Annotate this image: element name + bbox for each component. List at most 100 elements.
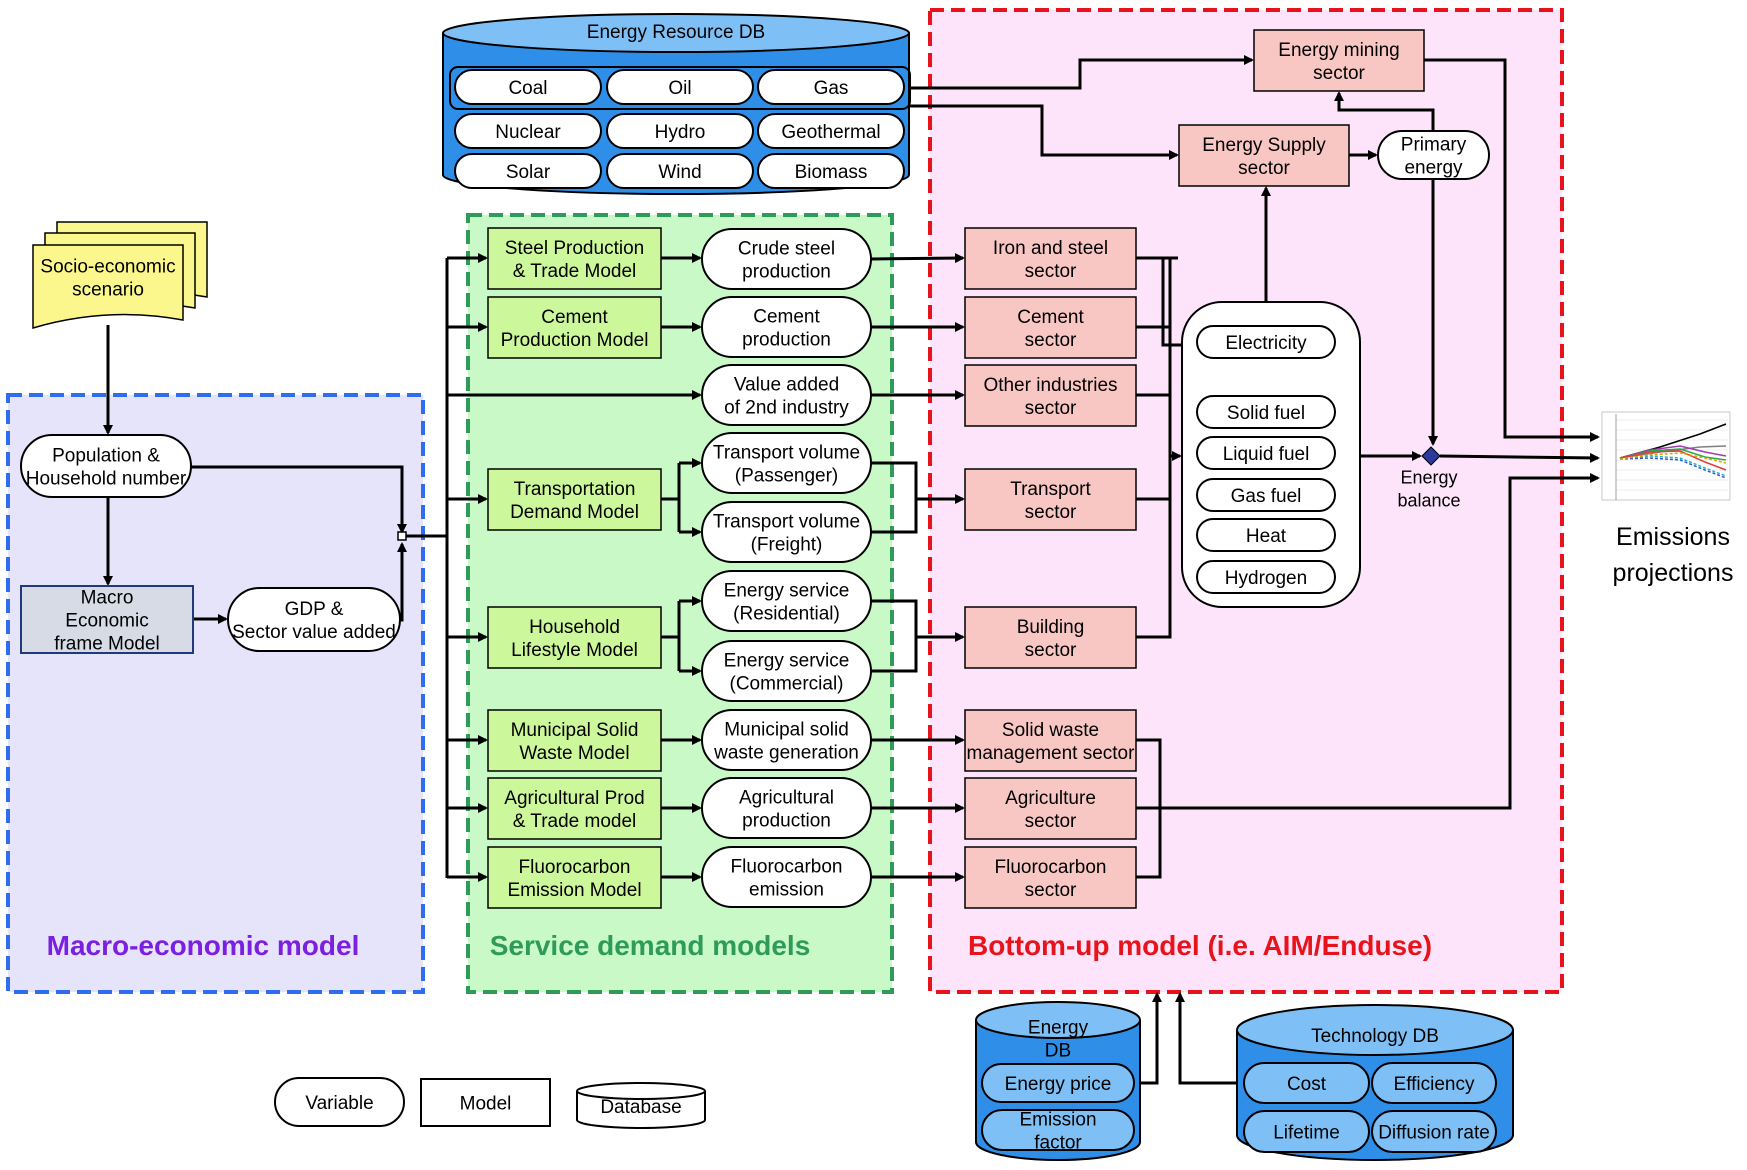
legend-variable [274, 1077, 405, 1127]
sector-collector-2 [1136, 393, 1172, 456]
energy-resource-oil [606, 69, 754, 105]
population-household-variable [20, 434, 192, 498]
technology-db-top [1236, 1004, 1514, 1056]
energy-resource-db-title: Energy Resource DB [587, 22, 765, 43]
emissions-chart-series [1619, 457, 1727, 479]
service-variable-8 [701, 777, 872, 839]
service-model-4 [487, 709, 662, 772]
socio-economic-scenario [32, 244, 184, 330]
service-variable-9 [701, 846, 872, 908]
sector-0 [964, 227, 1137, 290]
legend-variable-label: Variable [305, 1093, 373, 1114]
energy-resource-hydro-label: Hydro [655, 122, 706, 143]
service-variable-5 [701, 570, 872, 632]
energy-resource-wind [606, 153, 754, 189]
fuel-electricity [1196, 325, 1336, 359]
emissions-chart-series [1619, 452, 1727, 464]
population-to-junction [191, 465, 407, 534]
service-variable-5-label: Energy service(Residential) [724, 581, 850, 625]
fuel-gas-fuel [1196, 478, 1336, 512]
macro-economic-frame-model [20, 585, 194, 654]
energy-db-top [975, 1001, 1141, 1039]
service-model-3 [487, 606, 662, 669]
energy-resource-coal [454, 69, 602, 105]
technology-db-title: Technology DB [1311, 1026, 1439, 1047]
technology-db-diffusion-rate [1371, 1110, 1497, 1153]
sector-4 [964, 606, 1137, 669]
variable-to-sector-0 [870, 253, 965, 264]
technology-db-diffusion-rate-label: Diffusion rate [1378, 1123, 1490, 1144]
energy-supply-sector [1178, 124, 1350, 187]
service-region-title: Service demand models [490, 930, 811, 961]
service-variable-2 [701, 364, 872, 426]
fuel-heat [1196, 518, 1336, 552]
sector-6 [964, 777, 1137, 840]
legend-database [576, 1082, 706, 1129]
legend-model-label: Model [460, 1094, 512, 1115]
legend-database-label: Database [600, 1097, 681, 1118]
service-variable-4-label: Transport volume(Freight) [713, 512, 860, 556]
junction-node [397, 531, 407, 541]
energy-resource-nuclear [454, 113, 602, 149]
energy-resource-solar-label: Solar [506, 162, 551, 183]
service-variable-0 [701, 228, 872, 290]
service-model-1 [487, 296, 662, 359]
energy-resource-wind-label: Wind [658, 162, 701, 183]
energy-resource-solar [454, 153, 602, 189]
energy-db-emission-factor [981, 1109, 1135, 1151]
fuel-heat-label: Heat [1246, 526, 1287, 547]
service-variable-6 [701, 640, 872, 702]
technology-db-to-model [1175, 992, 1237, 1085]
fuel-solid-fuel [1196, 395, 1336, 429]
gas-to-mining [910, 55, 1254, 90]
sector-1 [964, 296, 1137, 359]
emissions-chart-series [1619, 450, 1727, 471]
primary-to-mining [1334, 91, 1435, 131]
macro-region-title: Macro-economic model [47, 930, 360, 961]
sector-7 [964, 846, 1137, 909]
technology-db-lifetime [1243, 1110, 1370, 1153]
mining-to-emissions [1424, 58, 1600, 442]
fuel-solid-fuel-label: Solid fuel [1227, 403, 1305, 424]
fuel-liquid-fuel-label: Liquid fuel [1223, 444, 1310, 465]
energy-resource-gas-label: Gas [814, 78, 849, 99]
primary-energy-variable [1377, 130, 1490, 180]
gdp-sector-value-variable [227, 587, 401, 652]
service-model-2 [487, 468, 662, 531]
bottomup-region-title: Bottom-up model (i.e. AIM/Enduse) [968, 930, 1432, 961]
nonenergy-collector-0 [1136, 738, 1162, 808]
energy-resource-hydro [606, 113, 754, 149]
energy-resource-biomass-label: Biomass [795, 162, 868, 183]
sector-2 [964, 364, 1137, 427]
nonenergy-to-emissions [1160, 473, 1600, 810]
energy-resource-geothermal-label: Geothermal [781, 122, 880, 143]
service-variable-7 [701, 709, 872, 771]
service-variable-1 [701, 296, 872, 358]
service-model-5 [487, 777, 662, 840]
legend-database-top [576, 1082, 706, 1100]
gas-to-supply [910, 104, 1179, 160]
technology-db-cost [1243, 1062, 1370, 1104]
sector-5 [964, 709, 1137, 772]
technology-db-lifetime-label: Lifetime [1273, 1123, 1340, 1144]
service-model-0-label: Steel Production& Trade Model [505, 238, 644, 282]
